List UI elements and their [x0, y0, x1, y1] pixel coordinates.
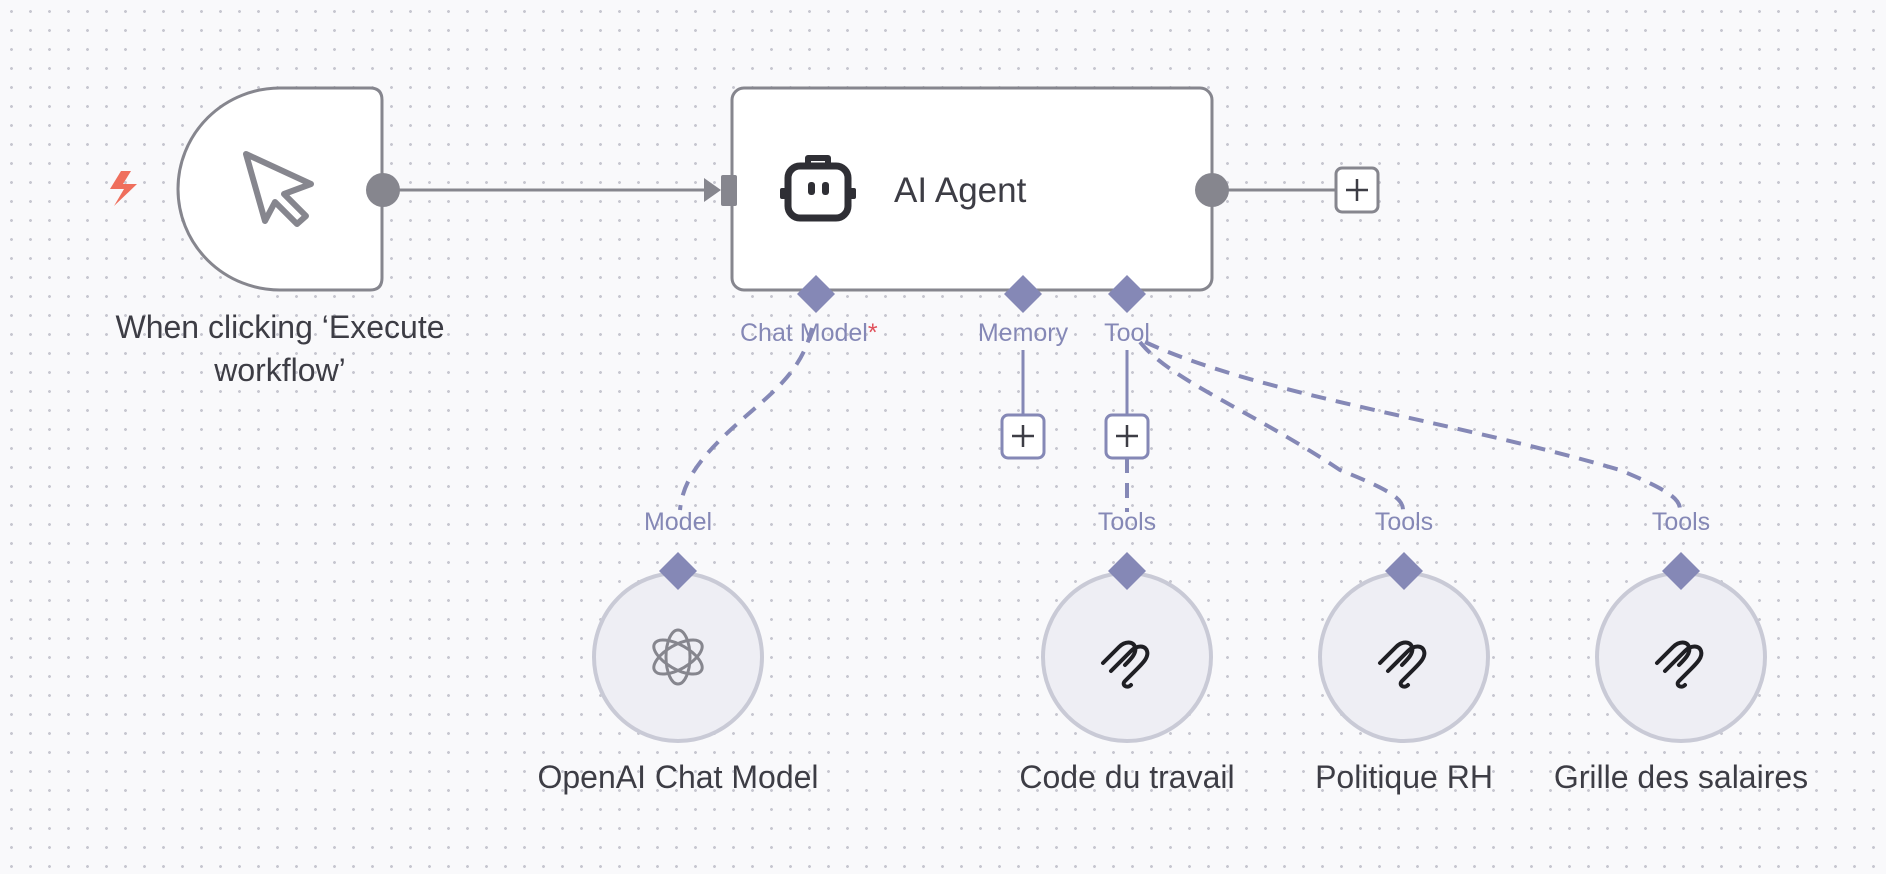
tool-node-3-handle[interactable] — [1662, 552, 1700, 590]
agent-input-handle[interactable] — [721, 175, 737, 206]
memory-connector-label: Memory — [978, 319, 1069, 347]
tool-node-label-3: Grille des salaires — [1553, 759, 1809, 795]
trigger-node[interactable] — [176, 86, 384, 292]
vector-store-icon — [1655, 640, 1704, 689]
tool-node-label-2: Politique RH — [1315, 759, 1493, 795]
connection-tool-politique-rh[interactable] — [1138, 340, 1405, 511]
openai-chat-model-node[interactable] — [592, 571, 764, 743]
memory-handle[interactable] — [1004, 275, 1042, 313]
vector-store-icon — [1378, 640, 1427, 689]
add-next-node-button[interactable] — [1334, 166, 1380, 214]
openai-node-label: OpenAI Chat Model — [537, 759, 819, 795]
tools-connector-label-2: Tools — [1375, 508, 1433, 536]
agent-output-handle[interactable] — [1195, 173, 1229, 207]
connection-model[interactable] — [678, 327, 814, 511]
vector-store-icon — [1101, 640, 1150, 689]
chat-model-handle[interactable] — [797, 275, 835, 313]
cursor-arrow-icon — [243, 151, 314, 227]
add-memory-button[interactable] — [1000, 413, 1046, 460]
tools-connector-label-3: Tools — [1652, 508, 1710, 536]
tools-connector-label-1: Tools — [1098, 508, 1156, 536]
openai-model-output-handle[interactable] — [659, 552, 697, 590]
model-connector-label: Model — [644, 508, 712, 536]
tool-node-label-1: Code du travail — [1019, 759, 1235, 795]
agent-title: AI Agent — [894, 171, 1027, 210]
trigger-output-handle[interactable] — [366, 173, 400, 207]
robot-icon — [780, 155, 856, 222]
tool-node-1-handle[interactable] — [1108, 552, 1146, 590]
connection-tool-grille-des-salaires[interactable] — [1144, 340, 1682, 511]
trigger-node-label: When clicking ‘Execute workflow’ — [115, 309, 445, 388]
openai-logo-icon — [652, 628, 704, 686]
lightning-icon — [110, 171, 137, 206]
connection-trigger-to-agent[interactable] — [384, 178, 721, 202]
add-tool-button[interactable] — [1104, 413, 1150, 460]
tool-handle[interactable] — [1108, 275, 1146, 313]
chat-model-connector-label: Chat Model* — [740, 319, 878, 347]
tool-node-2-handle[interactable] — [1385, 552, 1423, 590]
